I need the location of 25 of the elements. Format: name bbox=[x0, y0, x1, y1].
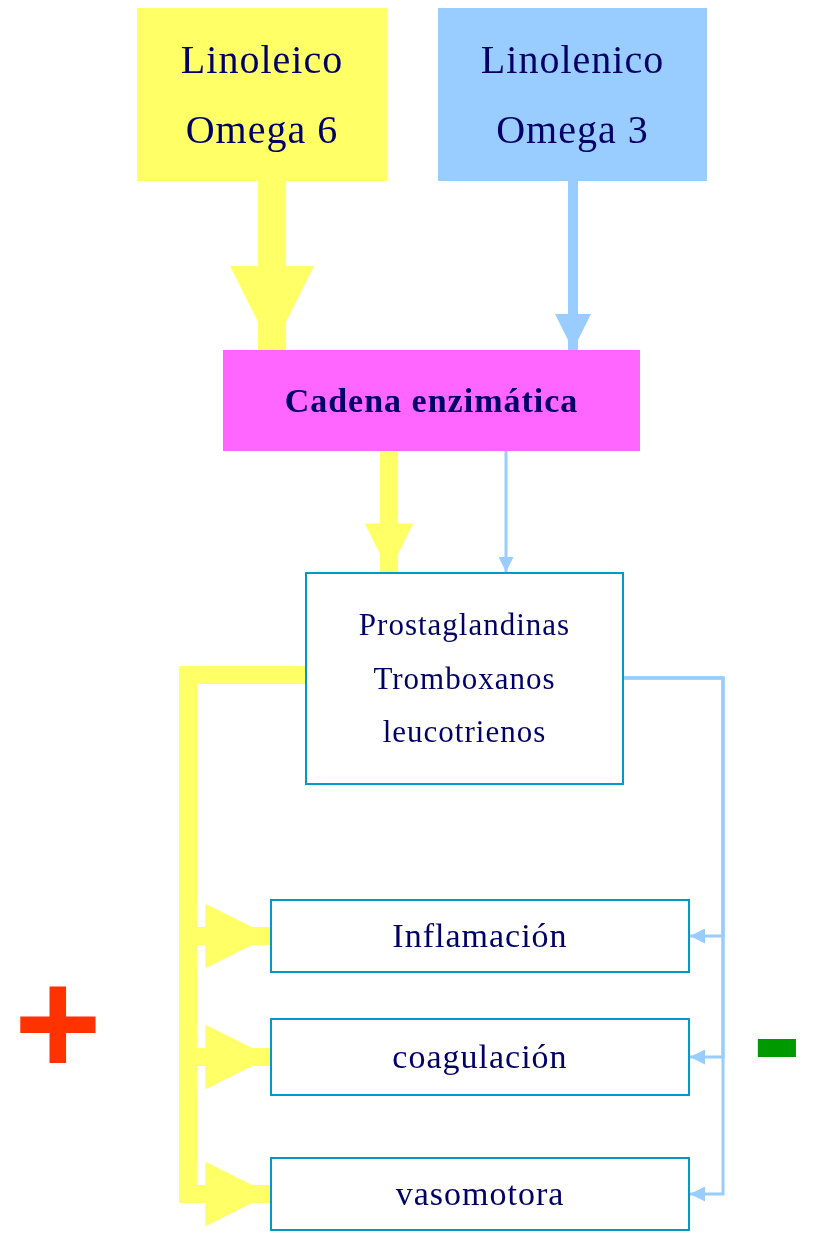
box-text: Linoleico bbox=[180, 36, 344, 83]
process-box bbox=[270, 1018, 690, 1096]
sign-label: - bbox=[752, 960, 802, 1110]
process-box bbox=[270, 1157, 690, 1231]
sign-label: + bbox=[14, 948, 102, 1098]
box-text: Inflamación bbox=[392, 916, 568, 956]
box-text: vasomotora bbox=[395, 1174, 565, 1214]
process-box bbox=[305, 572, 624, 785]
process-box bbox=[270, 899, 690, 973]
process-box bbox=[137, 8, 387, 181]
arrow bbox=[364, 451, 414, 572]
box-text: Tromboxanos bbox=[373, 660, 556, 697]
box-text: coagulación bbox=[392, 1037, 568, 1077]
arrow bbox=[230, 181, 314, 350]
box-text: Prostaglandinas bbox=[358, 607, 571, 643]
box-text: Omega 6 bbox=[185, 106, 339, 153]
arrow bbox=[498, 451, 514, 572]
box-text: Omega 3 bbox=[496, 106, 649, 153]
arrow bbox=[624, 676, 725, 1202]
process-box bbox=[438, 8, 707, 181]
box-text: Linolenico bbox=[480, 36, 665, 83]
box-text: Cadena enzimática bbox=[284, 380, 579, 421]
box-text: leucotrienos bbox=[382, 714, 547, 750]
process-box bbox=[223, 350, 640, 451]
arrow bbox=[555, 181, 591, 350]
